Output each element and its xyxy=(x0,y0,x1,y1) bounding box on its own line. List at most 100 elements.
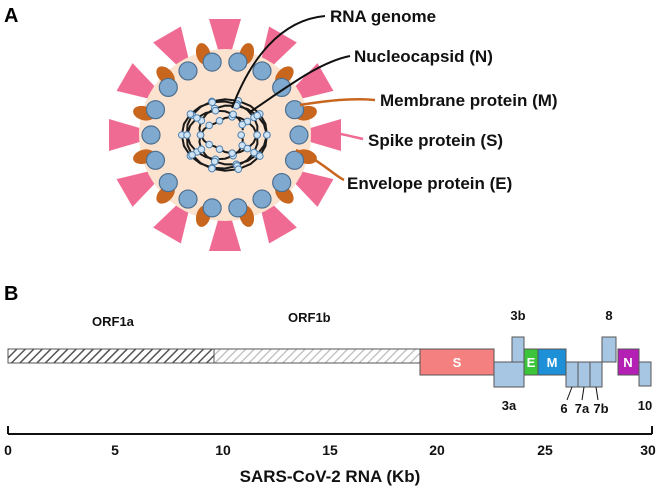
tick-label-30: 30 xyxy=(640,442,656,458)
callout-line-membrane xyxy=(299,97,376,107)
nucleocapsid-bead xyxy=(186,110,195,118)
tick-label-0: 0 xyxy=(4,442,12,458)
gene-7b-box xyxy=(589,361,603,388)
spike-protein xyxy=(116,170,157,207)
gene-10-label: 10 xyxy=(638,398,652,413)
callout-line-spike xyxy=(311,128,364,141)
gene-s-label: S xyxy=(453,355,462,370)
axis-title: SARS-CoV-2 RNA (Kb) xyxy=(240,467,421,486)
membrane-protein xyxy=(145,150,166,170)
orf1b-segment xyxy=(213,348,421,364)
spike-proteins xyxy=(109,19,341,251)
membrane-protein xyxy=(158,172,178,193)
gene-6-box xyxy=(565,361,579,388)
gene-8-box xyxy=(601,336,617,363)
label-orf1b: ORF1b xyxy=(288,310,331,325)
gene-m-label: M xyxy=(547,355,558,370)
membrane-protein xyxy=(145,100,166,120)
orf1a-segment xyxy=(7,348,215,364)
nucleocapsid-bead xyxy=(210,157,219,166)
spike-protein xyxy=(260,26,297,67)
label-nucleocapsid: Nucleocapsid (N) xyxy=(354,47,493,66)
nucleocapsid-bead xyxy=(205,140,213,149)
nucleocapsid-bead xyxy=(237,131,245,139)
nucleocapsid-bead xyxy=(229,110,237,119)
membrane-protein xyxy=(252,189,272,209)
membrane-protein xyxy=(158,77,178,98)
gene-7a-label: 7a xyxy=(575,401,590,416)
gene-n-label: N xyxy=(623,355,632,370)
membrane-protein xyxy=(228,198,248,218)
label-membrane-protein: Membrane protein (M) xyxy=(380,91,558,110)
callout-lines xyxy=(231,15,376,182)
gene-3b-box xyxy=(511,336,525,363)
spike-protein xyxy=(293,63,334,100)
nucleocapsid-bead xyxy=(188,151,196,159)
nucleocapsid-bead xyxy=(208,98,216,107)
gene-10-box xyxy=(638,361,652,387)
gene-7a-box xyxy=(577,361,591,388)
viral-envelope xyxy=(139,49,311,221)
membrane-protein xyxy=(178,61,198,81)
callout-line-envelope xyxy=(295,148,345,182)
nucleocapsid-bead xyxy=(250,148,258,157)
membrane-protein xyxy=(252,61,272,81)
kb-axis: 0 5 10 15 20 25 30 xyxy=(4,426,656,458)
membrane-protein xyxy=(284,100,305,120)
label-rna-genome: RNA genome xyxy=(330,7,436,26)
gene-8-label: 8 xyxy=(605,308,612,323)
spike-protein xyxy=(260,203,297,244)
gene-3b-label: 3b xyxy=(510,308,525,323)
membrane-protein xyxy=(272,77,292,98)
nucleocapsid-bead xyxy=(211,106,220,115)
nucleocapsid-bead xyxy=(228,149,236,157)
callout-line-nucleocapsid xyxy=(249,55,351,113)
nucleocapsid-bead xyxy=(256,152,264,160)
gene-3a-label: 3a xyxy=(502,398,517,413)
membrane-protein xyxy=(141,125,161,145)
nucleocapsid-bead xyxy=(215,145,224,153)
spike-protein xyxy=(209,217,241,251)
nucleocapsid-bead xyxy=(238,120,246,129)
nucleocapsid-bead xyxy=(243,144,252,153)
spike-protein xyxy=(116,63,157,100)
tick-label-25: 25 xyxy=(537,442,553,458)
pointer-7a xyxy=(581,386,585,401)
membrane-proteins xyxy=(141,52,309,218)
pointer-6 xyxy=(566,386,573,401)
label-spike-protein: Spike protein (S) xyxy=(368,131,503,150)
tick-label-15: 15 xyxy=(322,442,338,458)
membrane-protein xyxy=(202,52,222,72)
membrane-protein xyxy=(289,125,309,145)
nucleocapsid-bead xyxy=(193,114,201,122)
panel-b-letter: B xyxy=(4,283,18,305)
nucleocapsid-bead xyxy=(253,131,261,139)
panel-a-letter: A xyxy=(4,5,18,27)
spike-protein xyxy=(307,119,341,151)
nucleocapsid-bead xyxy=(205,121,213,130)
spike-protein xyxy=(153,26,190,67)
nucleocapsid-bead xyxy=(263,131,271,139)
gene-e-label: E xyxy=(527,355,536,370)
nucleocapsid-bead xyxy=(197,145,206,154)
spike-protein xyxy=(209,19,241,53)
nucleocapsid-bead xyxy=(234,165,243,173)
membrane-protein xyxy=(228,52,248,72)
nucleocapsid-bead xyxy=(196,131,205,139)
gene-6-label: 6 xyxy=(560,401,567,416)
spike-protein xyxy=(109,119,143,151)
nucleocapsid-bead xyxy=(215,117,224,125)
gene-3a-box xyxy=(493,361,525,388)
nucleocapsid-bead xyxy=(183,131,191,139)
virus-particle-illustration xyxy=(109,19,341,251)
gene-m-box xyxy=(537,348,567,376)
spike-protein xyxy=(153,203,190,244)
nucleocapsid-bead xyxy=(208,164,216,173)
membrane-protein xyxy=(272,172,292,193)
tick-label-10: 10 xyxy=(215,442,231,458)
membrane-protein xyxy=(178,189,198,209)
rna-genome-coil xyxy=(178,97,271,173)
gene-7b-label: 7b xyxy=(593,401,608,416)
membrane-protein xyxy=(284,150,305,170)
